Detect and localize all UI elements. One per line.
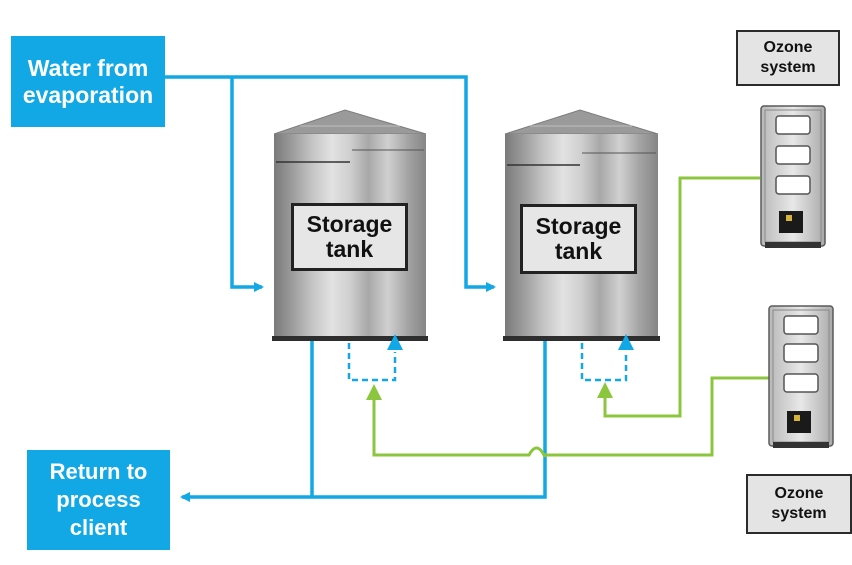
- ozone-system-label-1: Ozone system: [736, 30, 840, 86]
- water-supply-lines: [165, 75, 496, 292]
- ozone-system-1-line2: system: [760, 59, 816, 76]
- arrow-up-icon: [366, 384, 382, 400]
- source-label-line1: Water from: [27, 54, 149, 81]
- ozone-system-label-2: Ozone system: [746, 474, 852, 534]
- arrow-up-icon: [597, 382, 613, 398]
- return-label-line3: client: [69, 515, 128, 540]
- ozone-generator-2: [768, 305, 834, 448]
- ozone-system-2-line2: system: [771, 505, 827, 522]
- recirculation-loop-1: [347, 343, 397, 382]
- ozone-generator-1: [760, 105, 826, 248]
- tank-1-label: Storage tank: [291, 203, 408, 271]
- tank-2-label-line2: tank: [554, 238, 603, 264]
- ozone-system-1-line1: Ozone: [763, 39, 813, 56]
- source-label: Water from evaporation: [11, 36, 165, 127]
- return-label-line1: Return to: [49, 459, 148, 484]
- tank-1-label-line1: Storage: [306, 211, 393, 237]
- tank-2-label-line1: Storage: [535, 213, 622, 239]
- ozone-lines: [372, 176, 770, 458]
- recirculation-loop-2: [580, 343, 628, 382]
- ozone-system-2-line1: Ozone: [774, 485, 824, 502]
- tank-1-label-line2: tank: [325, 236, 374, 262]
- return-lines: [180, 341, 547, 502]
- tank-2-label: Storage tank: [520, 204, 637, 274]
- return-label: Return to process client: [27, 450, 170, 550]
- arrow-up-icon: [387, 334, 403, 350]
- arrow-up-icon: [618, 334, 634, 350]
- source-label-line2: evaporation: [22, 81, 154, 108]
- return-label-line2: process: [56, 487, 141, 512]
